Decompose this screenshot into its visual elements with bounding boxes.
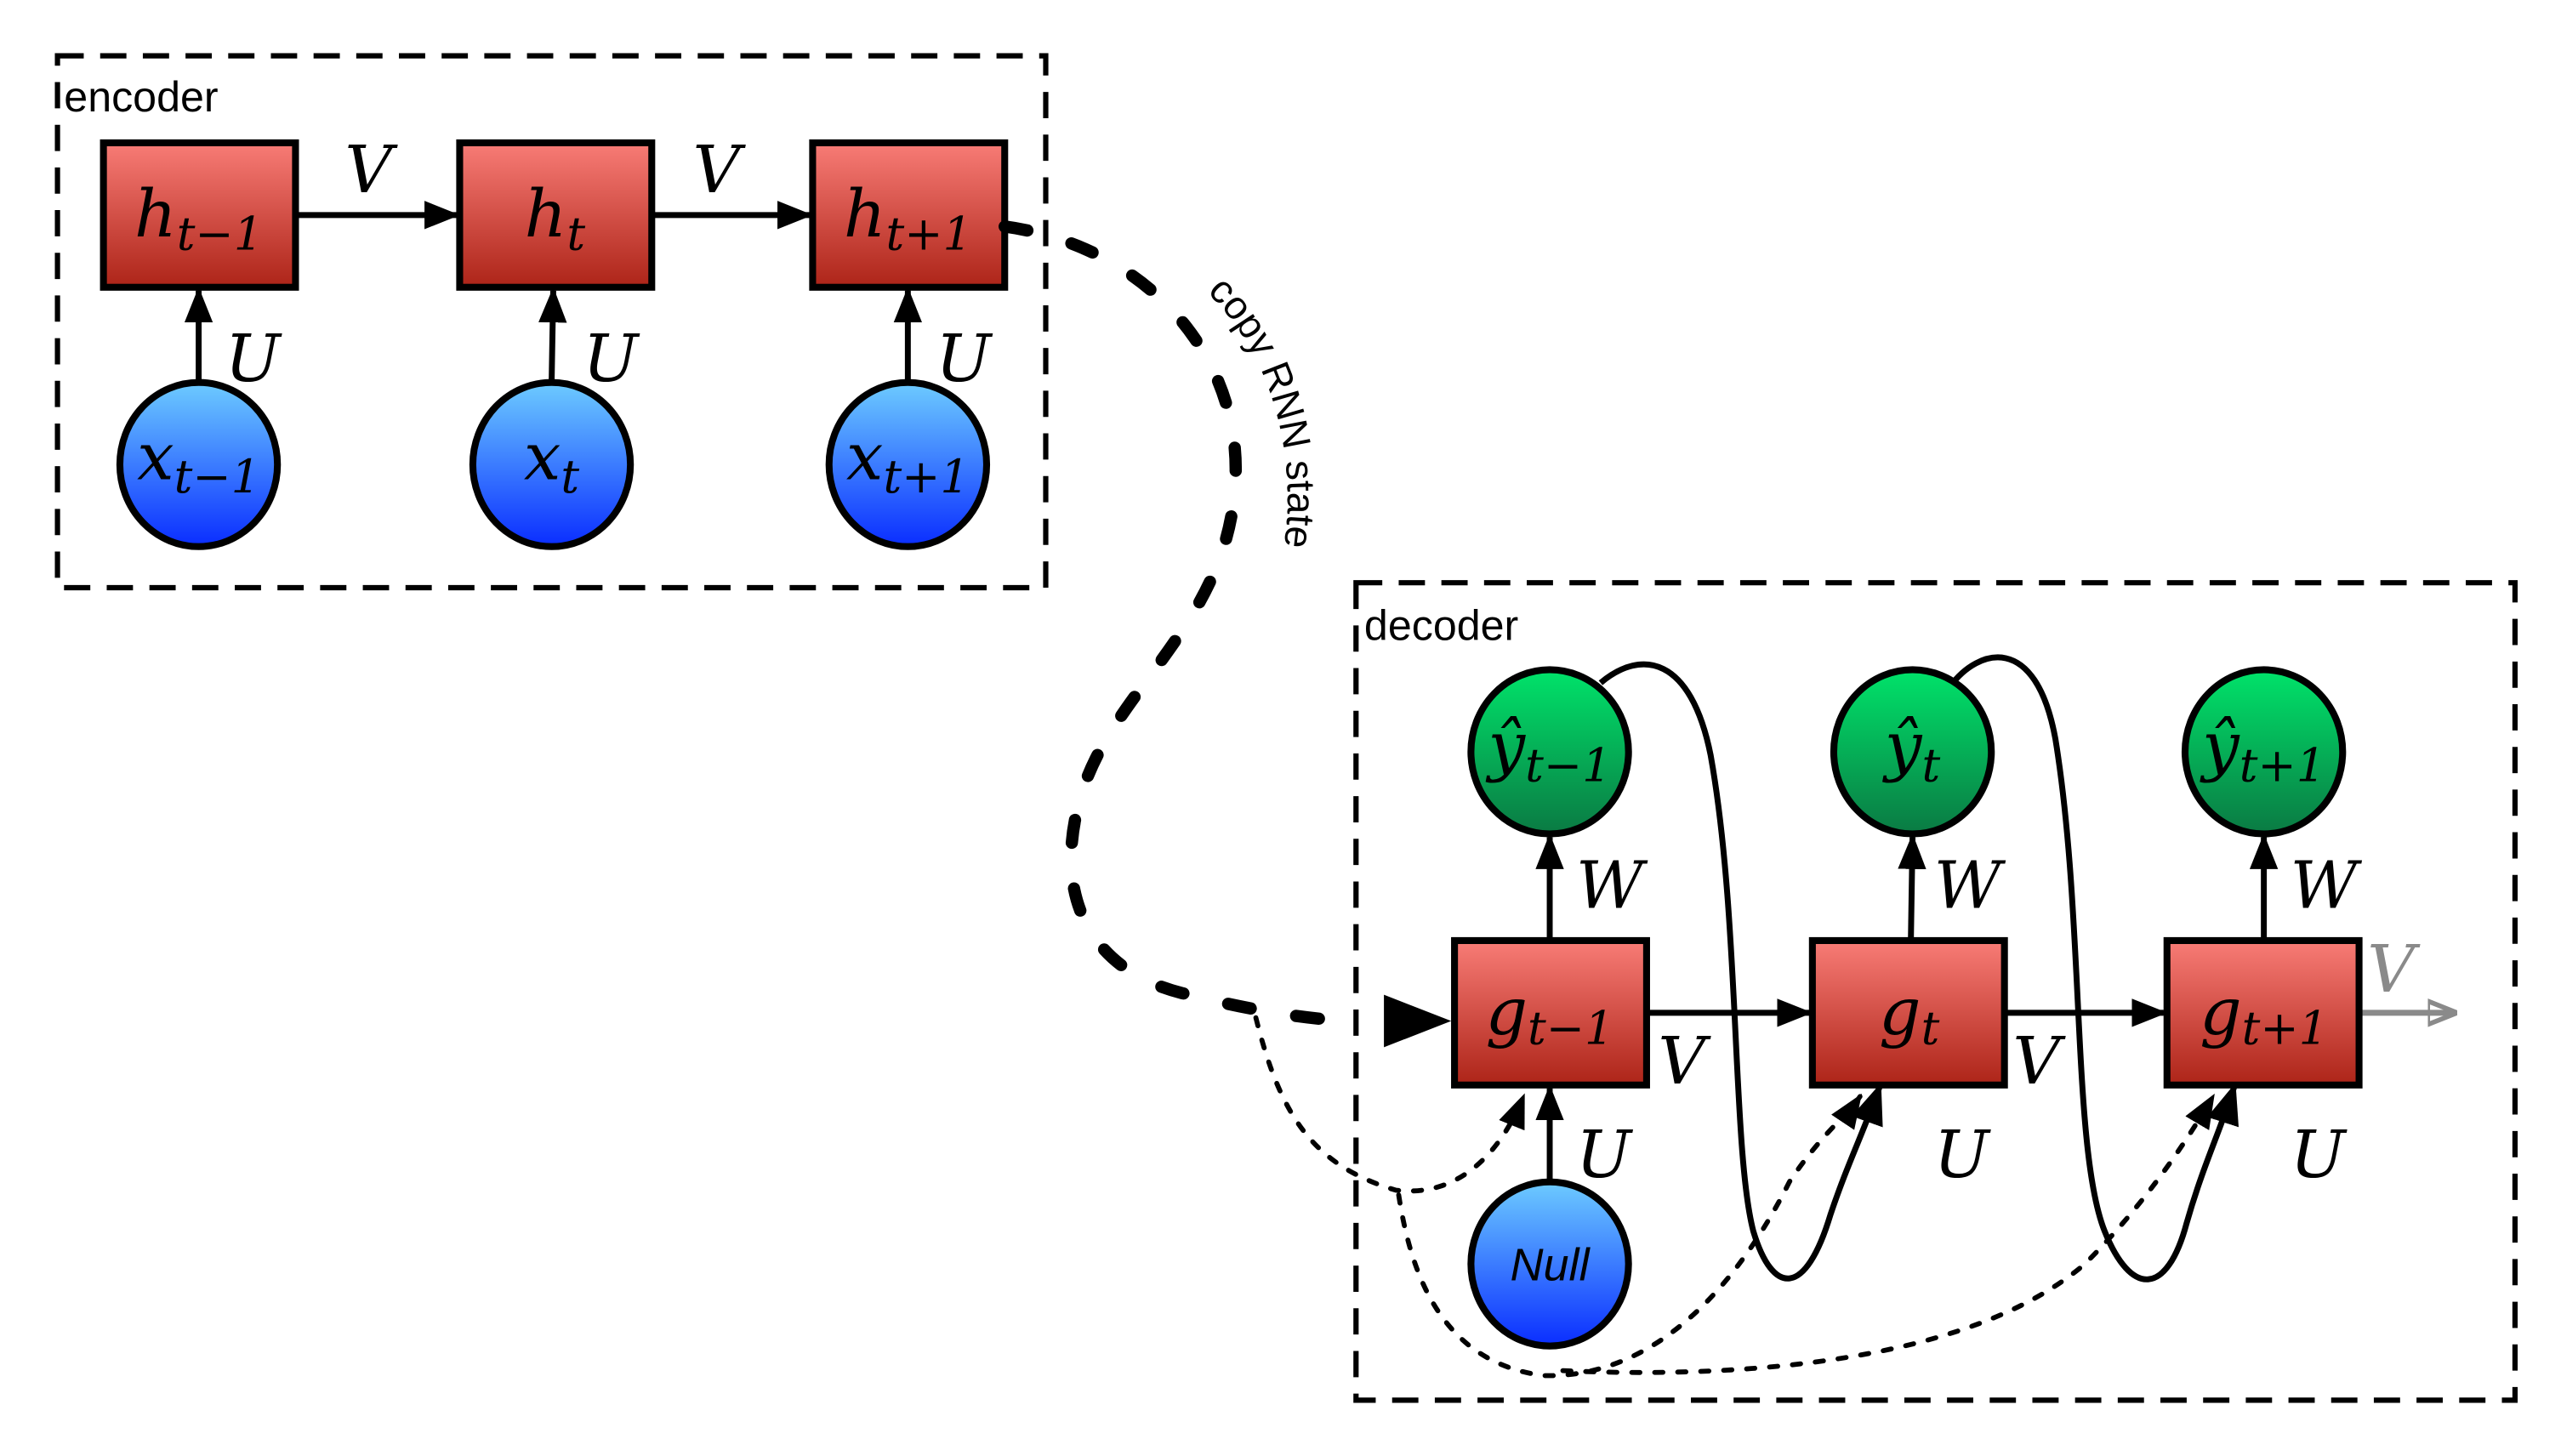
encoder-u-label-3: U [936,321,993,397]
svg-text:ht: ht [525,176,586,260]
decoder-dotted-to-g2 [1396,1093,1863,1379]
encoder-v-label-1: V [344,132,398,208]
svg-text:ht+1: ht+1 [844,176,972,260]
decoder-v-label-trailing: V [2367,931,2421,1008]
encoder-u-label-1: U [225,321,282,397]
svg-text:xt+1: xt+1 [846,419,970,503]
decoder-output-y-hat-t: ŷt [1830,666,1995,838]
decoder-u-label-2: U [1934,1117,1992,1193]
decoder-dotted-to-g1 [1253,1015,1527,1194]
svg-text:gt: gt [1879,974,1939,1055]
decoder-dotted-to-g3 [1560,1093,2216,1375]
decoder-feedback-y1-g2 [1598,661,1883,1282]
decoder-edge-g2-y2 [1898,833,1926,940]
decoder-frame [1353,580,2518,1403]
decoder-u-label-1: U [1576,1117,1634,1193]
decoder-output-y-hat-t-plus-1: ŷt+1 [2181,666,2347,838]
encoder-state-h-t: ht [456,139,656,291]
encoder-state-h-t-minus-1: ht−1 [100,139,299,291]
svg-text:xt: xt [524,419,580,503]
svg-text:gt−1: gt−1 [1486,974,1614,1055]
encoder-input-x-t-minus-1: xt−1 [116,378,282,550]
decoder-v-label-1: V [1658,1023,1711,1100]
encoder-v-label-2: V [693,132,747,208]
encoder-u-label-2: U [583,321,640,397]
decoder-u-label-3: U [2291,1117,2348,1193]
svg-text:ŷt: ŷt [1882,708,1941,792]
svg-text:Null: Null [1510,1239,1591,1290]
decoder-w-label-2: W [1934,847,2006,924]
encoder-label: encoder [64,73,218,121]
svg-text:gt+1: gt+1 [2200,974,2328,1055]
decoder-state-g-t-minus-1: gt−1 [1451,936,1650,1089]
encoder-state-h-t-plus-1: ht+1 [809,139,1009,291]
decoder-label: decoder [1364,602,1518,650]
decoder-w-label-3: W [2291,847,2363,924]
copy-state-arrowhead [1384,994,1452,1048]
decoder-state-g-t: gt [1808,936,2008,1089]
encoder-input-x-t-plus-1: xt+1 [825,378,991,550]
decoder-state-g-t-plus-1: gt+1 [2163,936,2363,1089]
svg-text:ŷt−1: ŷt−1 [1486,708,1612,792]
decoder-group: decoder V V V W W W U U U ŷt−1 [1253,580,2518,1403]
decoder-null-input: Null [1467,1178,1632,1350]
decoder-w-label-1: W [1576,847,1648,924]
svg-text:ŷt+1: ŷt+1 [2200,708,2325,792]
encoder-input-x-t: xt [469,378,635,550]
svg-text:ht−1: ht−1 [134,176,263,260]
copy-state-path [999,220,1352,1027]
svg-text:xt−1: xt−1 [137,419,260,503]
encoder-frame [54,53,1049,591]
copy-state-label: copy RNN state [1201,267,1323,550]
decoder-v-label-2: V [2012,1023,2066,1100]
encoder-group: encoder V V U U U ht−1 ht ht+1 xt−1 [54,53,1049,591]
decoder-output-y-hat-t-minus-1: ŷt−1 [1467,666,1632,838]
decoder-feedback-y2-g3 [1948,654,2239,1283]
encoder-edge-x2-h2 [538,287,567,383]
